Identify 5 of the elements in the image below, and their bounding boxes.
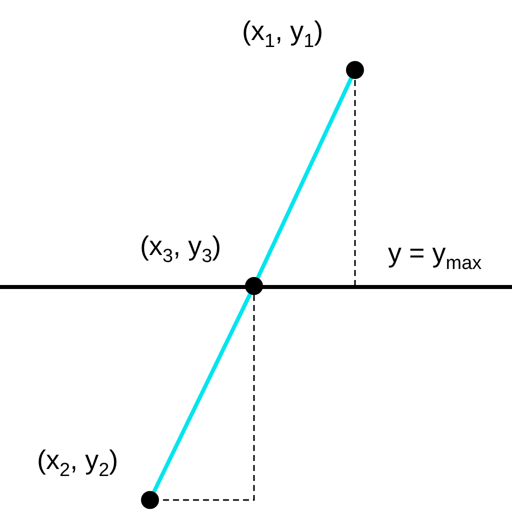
- equation-label: y = y$_{max}$: [388, 240, 482, 267]
- point-label: (x$_{2}$, y$_{2}$): [37, 447, 118, 474]
- point-label: (x$_{1}$, y$_{1}$): [242, 18, 324, 45]
- point-label: (x$_{3}$, y$_{3}$): [140, 233, 222, 260]
- line-segment: [256, 77, 353, 279]
